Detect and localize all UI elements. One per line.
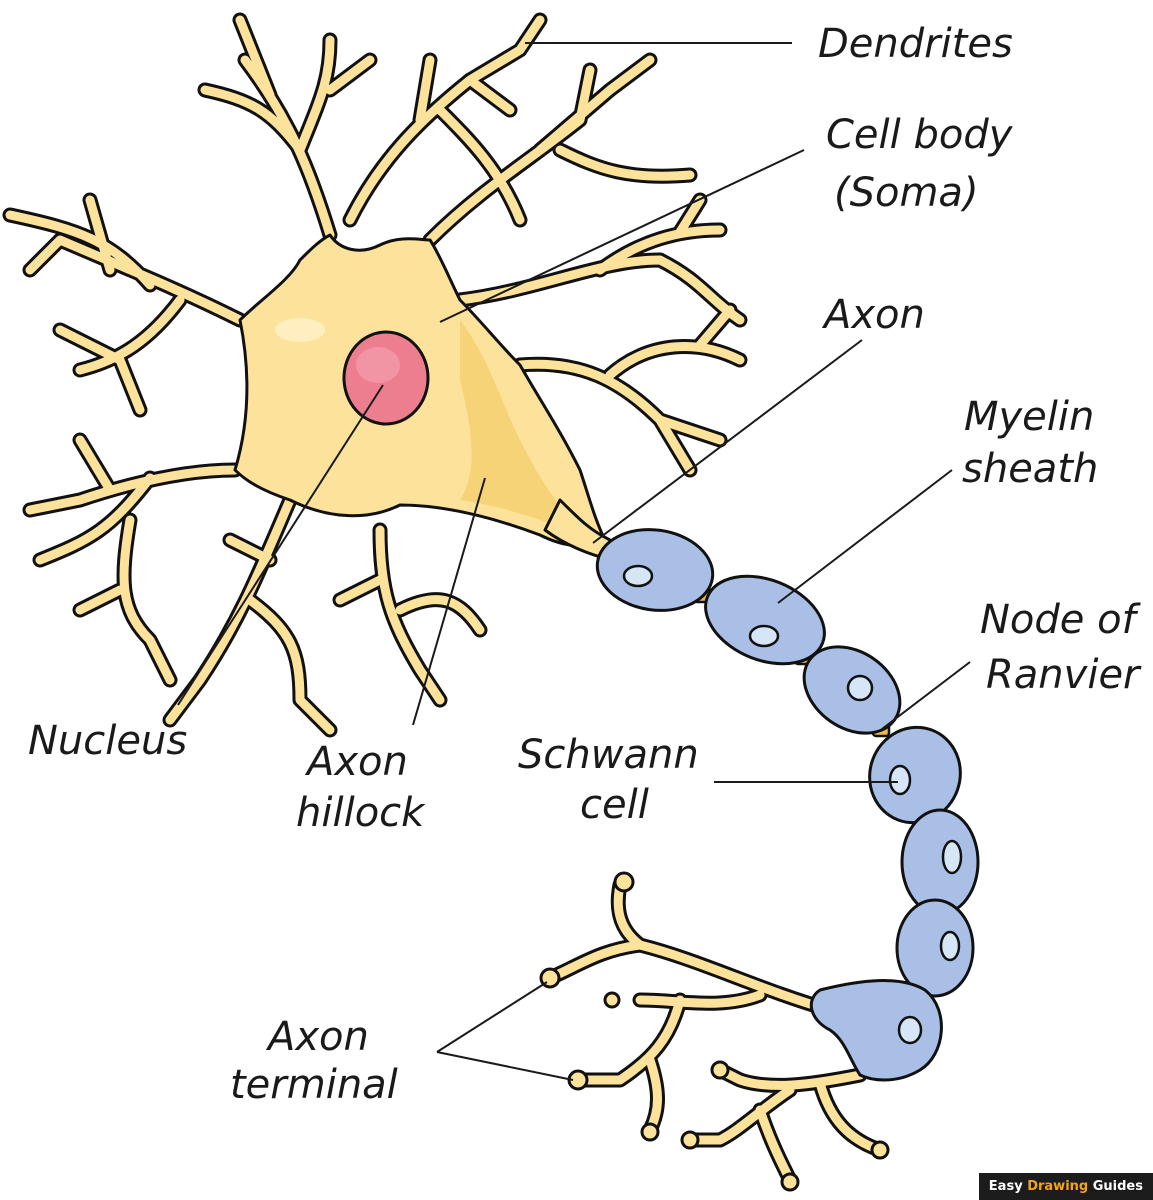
label-axon-hillock-1: Axon	[304, 739, 408, 785]
schwann-cell-4	[868, 725, 962, 825]
label-myelin: Myelin	[964, 394, 1094, 440]
label-sheath: sheath	[962, 446, 1098, 492]
label-ranvier: Ranvier	[986, 652, 1142, 698]
brand-part-3: Guides	[1092, 1179, 1143, 1194]
axon-terminal-branches	[539, 871, 890, 1192]
label-soma: (Soma)	[834, 170, 979, 216]
schwann-cell-5	[900, 808, 980, 916]
labels: Dendrites Cell body (Soma) Axon Myelin s…	[28, 21, 1142, 1108]
schwann-cell-1	[595, 528, 715, 612]
schwann-cell-2	[704, 574, 826, 666]
label-cell-body: Cell body	[826, 112, 1014, 158]
brand-logo: Easy Drawing Guides	[978, 1173, 1153, 1200]
label-axon: Axon	[821, 292, 925, 338]
nucleus	[342, 330, 430, 426]
label-nucleus: Nucleus	[28, 718, 187, 764]
brand-part-1: Easy	[988, 1179, 1023, 1194]
label-axon-terminal-2: terminal	[230, 1062, 398, 1108]
schwann-cell-6	[895, 898, 975, 998]
label-axon-terminal-1: Axon	[265, 1014, 369, 1060]
brand-part-2: Drawing	[1027, 1179, 1089, 1194]
schwann-cell-7	[809, 979, 943, 1082]
label-schwann: Schwann	[518, 732, 699, 778]
label-axon-hillock-2: hillock	[296, 790, 426, 836]
label-dendrites: Dendrites	[818, 21, 1013, 67]
label-cell: cell	[580, 782, 649, 828]
label-node-of: Node of	[980, 597, 1142, 643]
leader-lines	[177, 42, 971, 1081]
